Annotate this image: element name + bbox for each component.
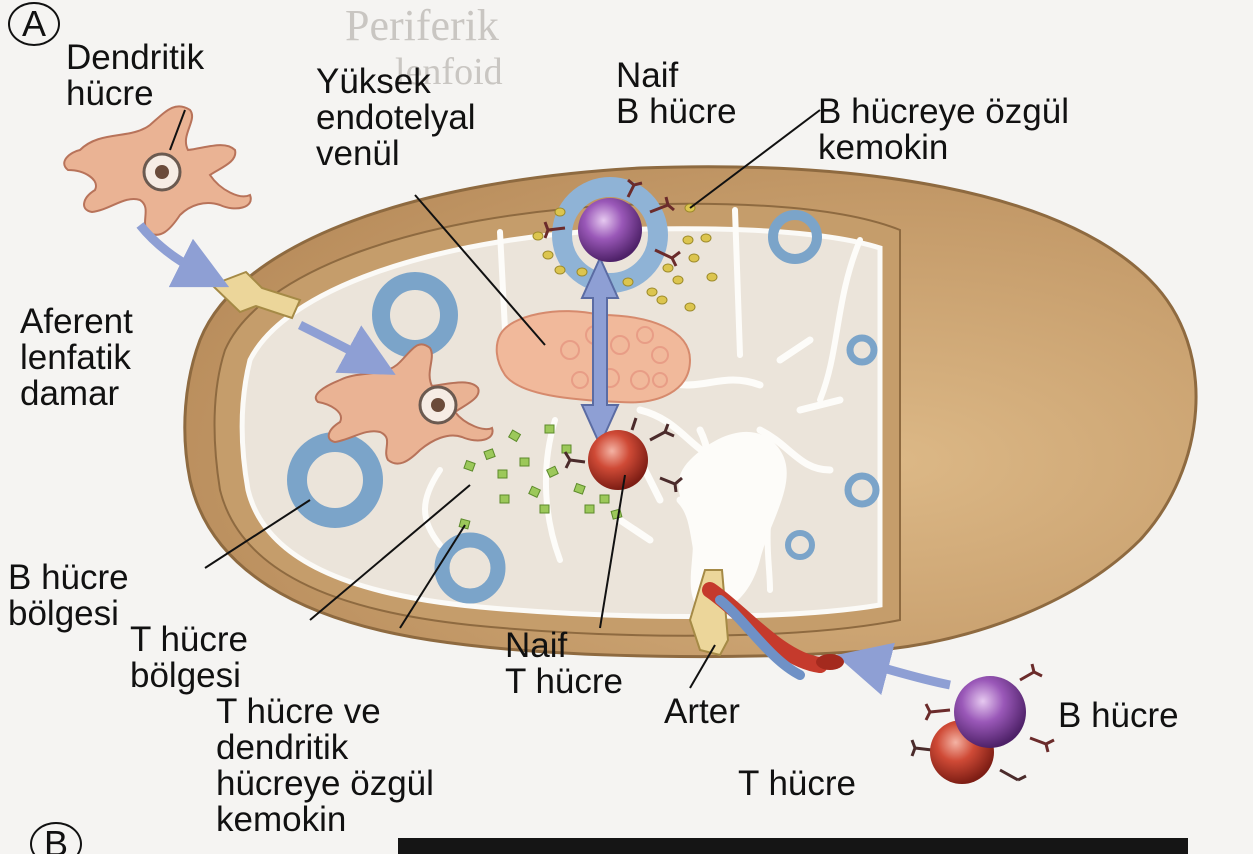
label-naive-b: Naif B hücre <box>616 58 737 130</box>
dendritic-cell-free <box>64 106 251 235</box>
label-artery: Arter <box>664 694 740 730</box>
label-t-chemokine: T hücre ve dendritik hücreye özgül kemok… <box>216 694 434 838</box>
label-naive-t: Naif T hücre <box>505 628 623 700</box>
label-afferent: Aferent lenfatik damar <box>20 304 133 412</box>
label-t-cell: T hücre <box>738 766 856 802</box>
label-t-zone: T hücre bölgesi <box>130 622 248 694</box>
label-b-cell: B hücre <box>1058 698 1179 734</box>
label-hev: Yüksek endotelyal venül <box>316 64 476 172</box>
panel-b-photo <box>398 838 1188 854</box>
arrow-dc-to-lymphatic <box>140 225 205 275</box>
panel-letter-a: A <box>8 2 60 46</box>
arrow-cells-to-artery <box>862 662 950 685</box>
label-b-chemokine: B hücreye özgül kemokin <box>818 94 1069 166</box>
label-dendritic-cell: Dendritik hücre <box>66 40 204 112</box>
label-b-zone: B hücre bölgesi <box>8 560 129 632</box>
